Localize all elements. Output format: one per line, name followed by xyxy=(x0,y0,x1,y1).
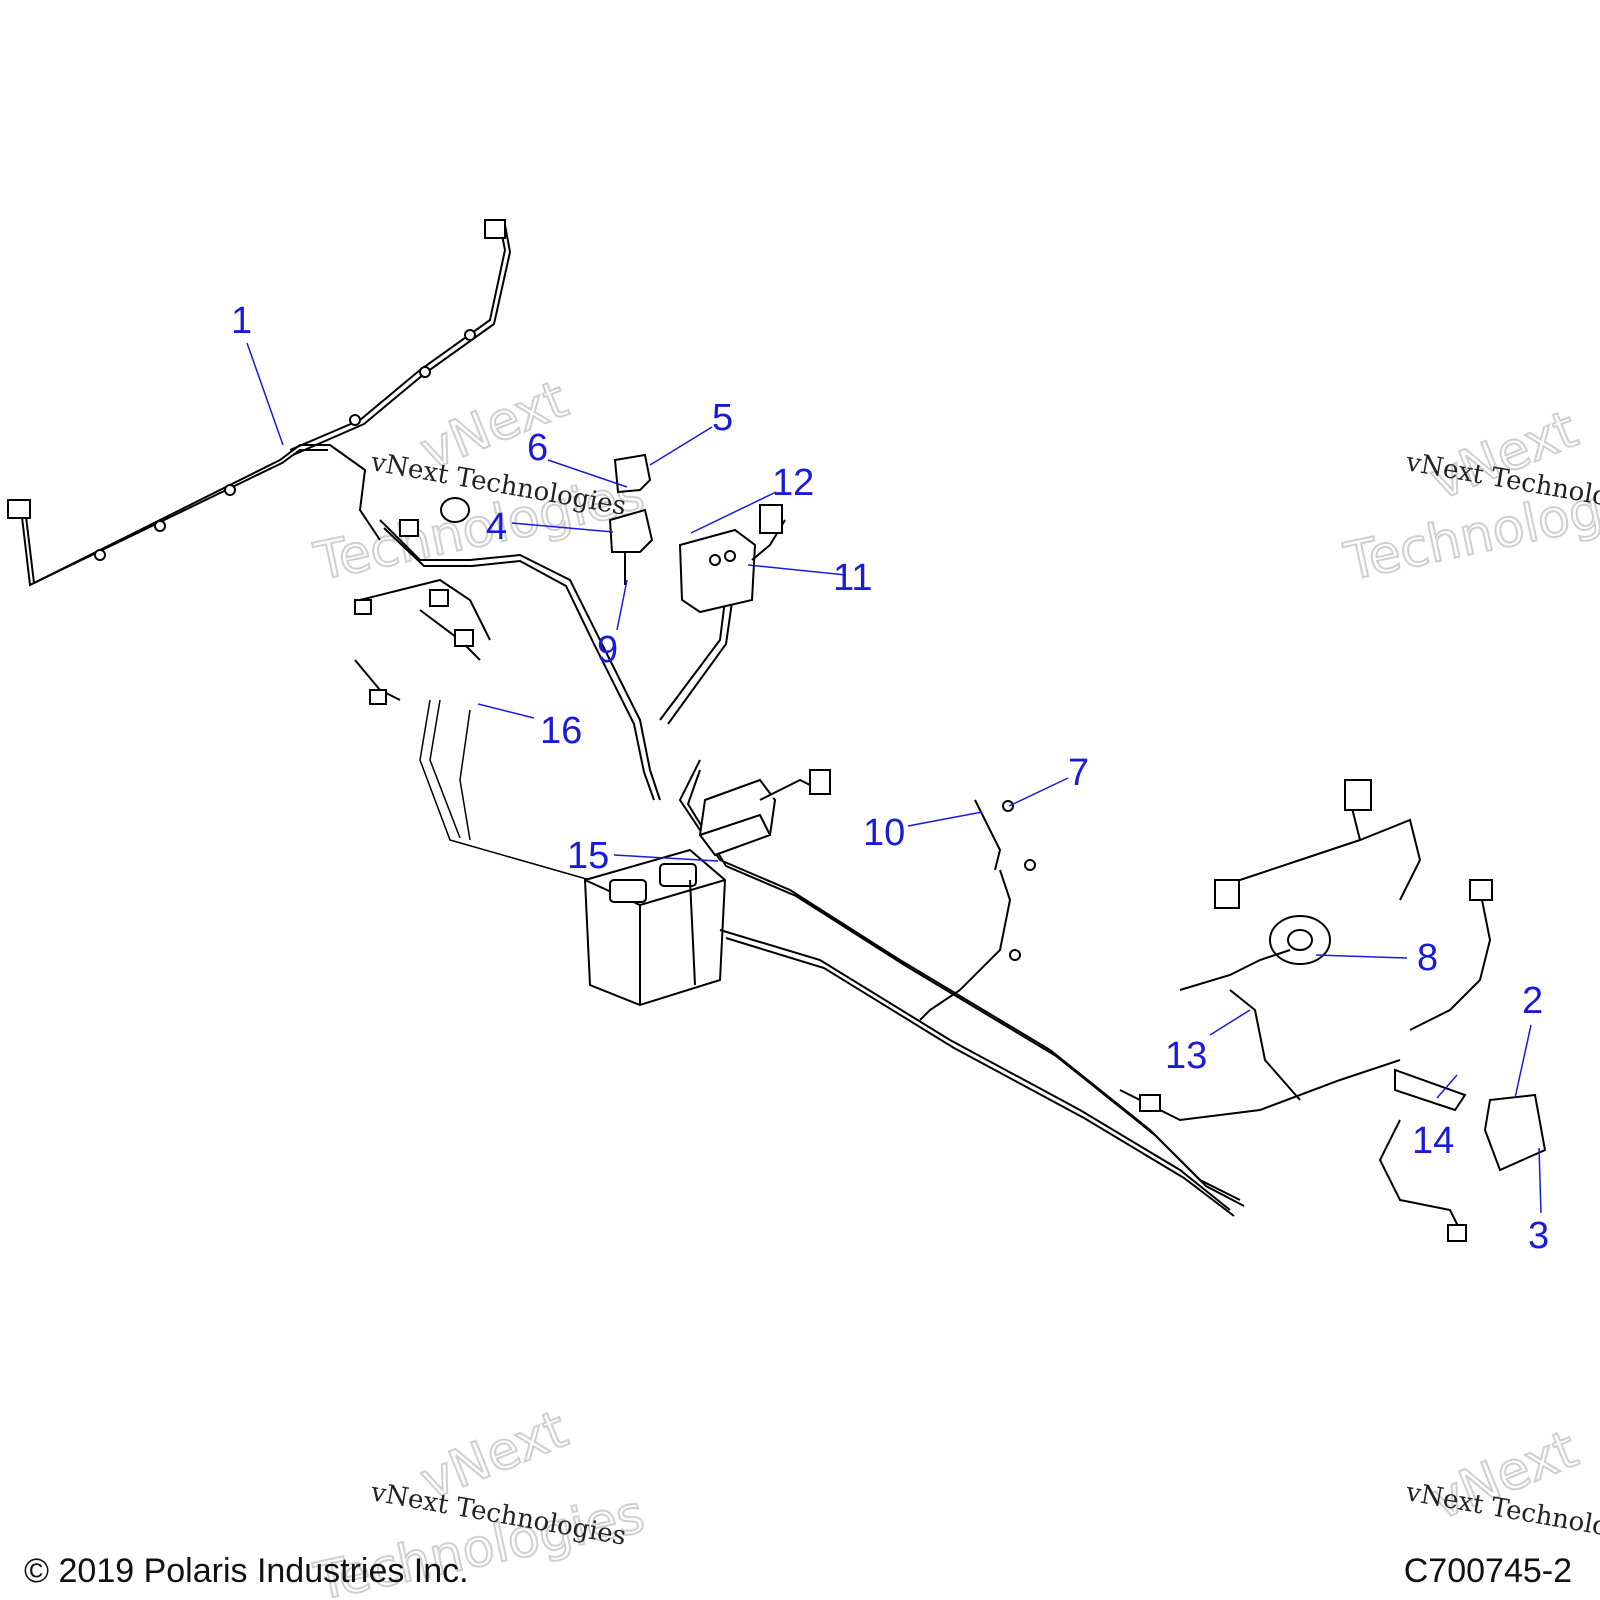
drawing-number: C700745-2 xyxy=(1403,1552,1572,1590)
part-1-harness xyxy=(7,219,512,587)
part-8-rear-harness xyxy=(1119,779,1422,1122)
callout-3: 3 xyxy=(1528,1215,1549,1257)
callout-13: 13 xyxy=(1165,1035,1207,1077)
callouts: 1 2 3 4 5 6 7 8 9 10 11 12 13 14 15 16 xyxy=(231,300,1549,1257)
callout-8: 8 xyxy=(1417,937,1438,979)
callout-14: 14 xyxy=(1412,1120,1454,1162)
callout-5: 5 xyxy=(712,397,733,439)
callout-7: 7 xyxy=(1068,752,1089,794)
copyright-text: © 2019 Polaris Industries Inc. xyxy=(24,1552,469,1590)
callout-15: 15 xyxy=(567,835,609,877)
part-11-ecu xyxy=(678,504,786,614)
watermark-top-right: vNext Technologies vNext Technologies xyxy=(1338,399,1600,594)
callout-6: 6 xyxy=(527,427,548,469)
part-10-bracket xyxy=(919,799,1036,1021)
leader-lines xyxy=(246,342,1542,1214)
battery-cables xyxy=(419,699,591,881)
callout-10: 10 xyxy=(863,812,905,854)
watermark-bottom-right: vNext vNext Technologies xyxy=(1403,1419,1600,1552)
callout-2: 2 xyxy=(1522,980,1543,1022)
part-2-module xyxy=(1378,879,1547,1242)
battery xyxy=(583,848,727,1007)
callout-12: 12 xyxy=(772,462,814,504)
part-15-module xyxy=(698,769,831,857)
callout-16: 16 xyxy=(540,710,582,752)
callout-1: 1 xyxy=(231,300,252,342)
part-4-bracket xyxy=(608,453,654,585)
front-harness-bundle xyxy=(354,497,661,801)
callout-4: 4 xyxy=(486,506,507,548)
callout-9: 9 xyxy=(597,629,618,671)
main-chassis-harness xyxy=(659,559,1245,1217)
callout-11: 11 xyxy=(833,557,872,599)
